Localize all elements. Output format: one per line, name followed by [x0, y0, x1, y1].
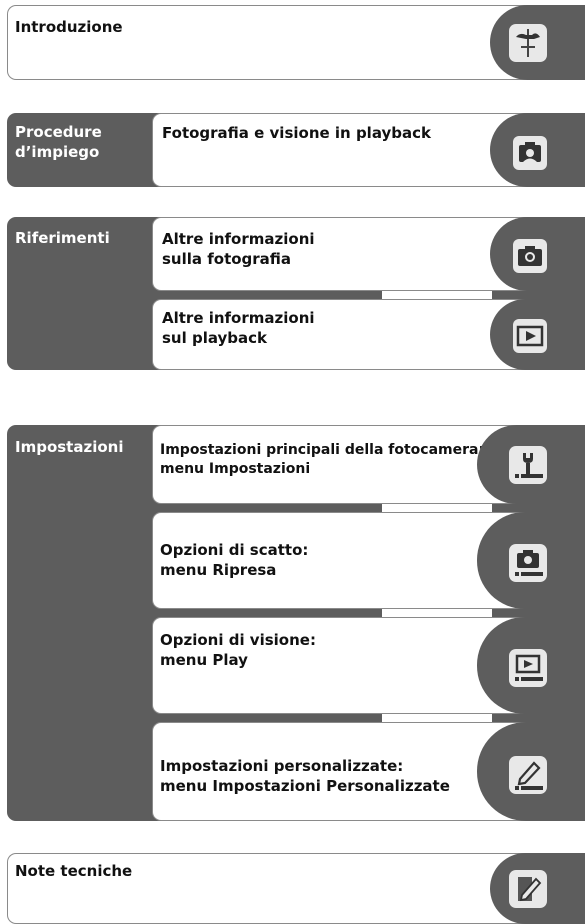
item-title: Impostazioni personalizzate: menu Impost… — [160, 757, 450, 795]
gap-strip — [382, 714, 492, 722]
section-impostazioni: Impostazioni Impostazioni principali del… — [7, 425, 585, 821]
weathervane-icon[interactable] — [508, 23, 548, 63]
section-riferimenti: Riferimenti Altre informazioni sulla fot… — [7, 217, 585, 370]
item-title: Opzioni di visione: menu Play — [160, 631, 316, 669]
section-title: Note tecniche — [15, 862, 133, 880]
section-introduzione[interactable]: Introduzione — [7, 5, 585, 80]
gap-strip — [382, 609, 492, 617]
camera-portrait-icon[interactable] — [512, 135, 548, 171]
riferimenti-item-0[interactable] — [152, 217, 542, 291]
wrench-menu-icon[interactable] — [508, 445, 548, 485]
section-box — [7, 5, 585, 80]
playback-menu-icon[interactable] — [508, 648, 548, 688]
section-label: Procedure d’impiego — [15, 123, 102, 161]
item-title: Fotografia e visione in playback — [162, 124, 431, 142]
section-label: Riferimenti — [15, 229, 110, 247]
gap-strip — [382, 504, 492, 512]
section-label: Impostazioni — [15, 438, 124, 456]
procedure-item-0[interactable] — [152, 113, 542, 187]
section-title: Introduzione — [15, 18, 123, 36]
pencil-menu-icon[interactable] — [508, 755, 548, 795]
item-title: Opzioni di scatto: menu Ripresa — [160, 541, 309, 579]
section-procedure: Procedure d’impiego Fotografia e visione… — [7, 113, 585, 187]
item-title: Altre informazioni sulla fotografia — [162, 230, 315, 268]
notes-icon[interactable] — [508, 869, 548, 909]
section-note-tecniche[interactable]: Note tecniche — [7, 853, 585, 924]
gap-strip — [382, 291, 492, 299]
item-title: Impostazioni principali della fotocamera… — [160, 442, 485, 477]
camera-icon[interactable] — [512, 238, 548, 274]
playback-icon[interactable] — [512, 318, 548, 354]
section-box — [7, 853, 585, 924]
riferimenti-item-1[interactable] — [152, 299, 542, 370]
item-title: Altre informazioni sul playback — [162, 309, 315, 347]
camera-menu-icon[interactable] — [508, 543, 548, 583]
